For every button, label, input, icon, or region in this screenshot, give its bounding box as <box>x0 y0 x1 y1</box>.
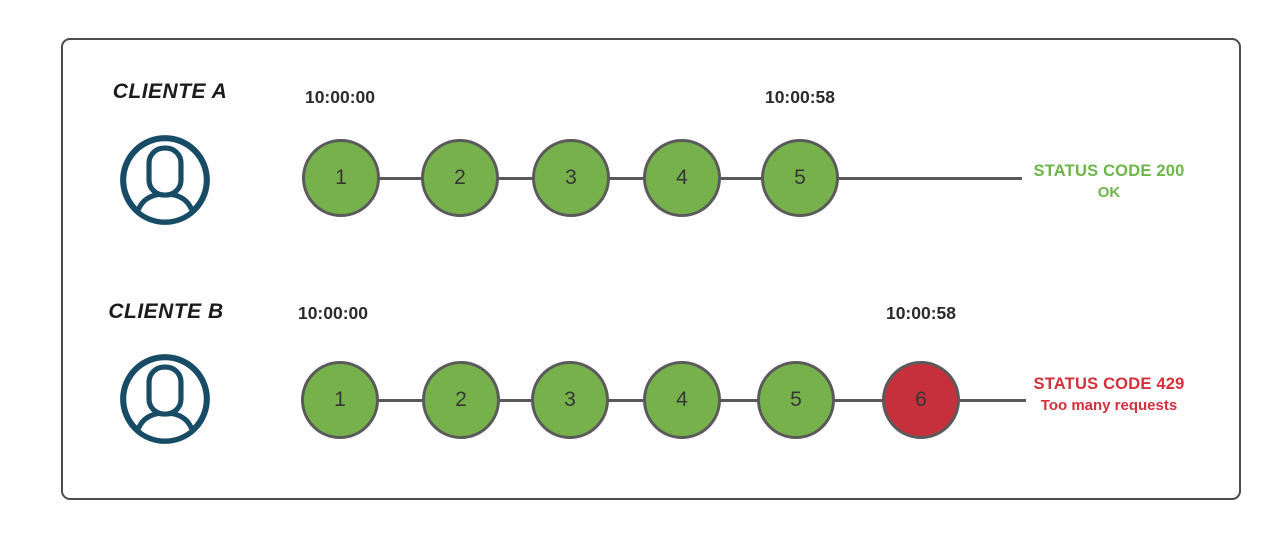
request-circle-2: 2 <box>421 139 499 217</box>
status-message-text: OK <box>1097 184 1121 201</box>
status-label: STATUS CODE 200 OK <box>1028 161 1190 203</box>
request-circle-3: 3 <box>531 361 609 439</box>
request-circle-4: 4 <box>643 139 721 217</box>
request-circle-3: 3 <box>532 139 610 217</box>
request-circle-1: 1 <box>301 361 379 439</box>
timestamp-start: 10:00:00 <box>297 303 369 323</box>
user-avatar-icon <box>118 133 212 227</box>
timestamp-end: 10:00:58 <box>885 303 957 323</box>
status-message-text: Too many requests <box>1040 397 1178 414</box>
client-label: CLIENTE B <box>108 300 224 323</box>
request-circle-1: 1 <box>302 139 380 217</box>
status-code-text: STATUS CODE 200 <box>1033 162 1185 180</box>
status-label: STATUS CODE 429 Too many requests <box>1028 374 1190 416</box>
request-circle-6: 6 <box>882 361 960 439</box>
timestamp-end: 10:00:58 <box>764 87 836 107</box>
request-circle-5: 5 <box>757 361 835 439</box>
timestamp-start: 10:00:00 <box>304 87 376 107</box>
client-label: CLIENTE A <box>112 80 228 103</box>
status-code-text: STATUS CODE 429 <box>1033 375 1185 393</box>
request-circle-5: 5 <box>761 139 839 217</box>
request-circle-2: 2 <box>422 361 500 439</box>
request-circle-4: 4 <box>643 361 721 439</box>
user-avatar-icon <box>118 352 212 446</box>
